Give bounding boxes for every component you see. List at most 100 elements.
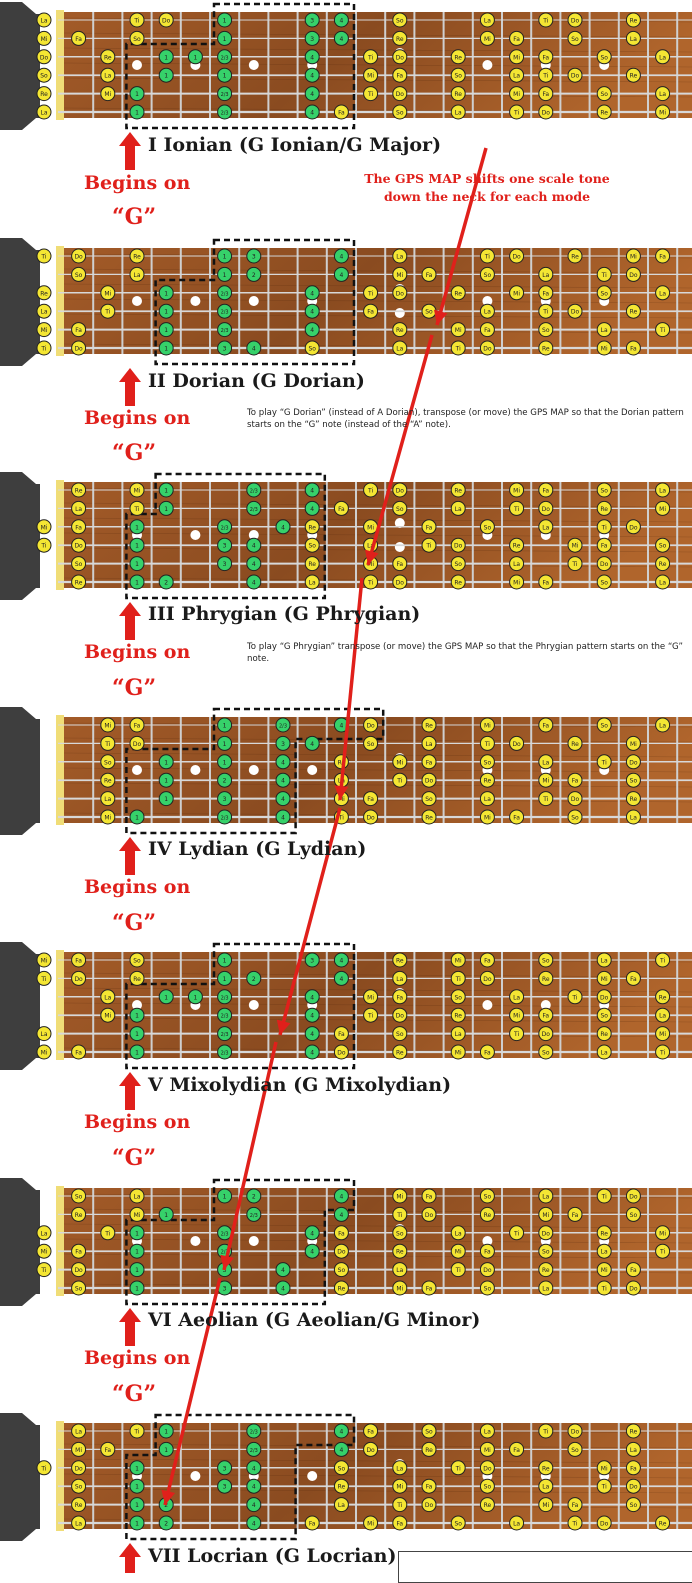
- scale-degree-circle: [246, 556, 262, 572]
- solfege-note-label: So: [484, 524, 492, 531]
- scale-degree-circle: [217, 809, 233, 825]
- solfege-note-circle: [655, 1044, 671, 1060]
- solfege-note-label: Re: [454, 580, 462, 587]
- solfege-note-label: Re: [513, 543, 521, 550]
- solfege-note-label: Mi: [484, 36, 491, 43]
- solfege-note-circle: [100, 754, 116, 770]
- scale-degree-label: 4: [310, 54, 314, 61]
- solfege-note-label: So: [75, 1484, 83, 1491]
- solfege-note-label: La: [396, 1267, 403, 1274]
- solfege-note-circle: [625, 67, 641, 83]
- solfege-note-circle: [625, 30, 641, 46]
- solfege-note-label: So: [396, 110, 404, 117]
- solfege-note-circle: [363, 67, 379, 83]
- solfege-note-circle: [596, 285, 612, 301]
- open-note-label: Mi: [41, 1249, 48, 1256]
- scale-degree-circle: [304, 285, 320, 301]
- solfege-note-circle: [596, 952, 612, 968]
- solfege-note-circle: [71, 248, 87, 264]
- solfege-note-circle: [538, 482, 554, 498]
- solfege-note-circle: [479, 266, 495, 282]
- solfege-note-label: La: [542, 1286, 549, 1293]
- scale-degree-label: 4: [339, 18, 343, 25]
- solfege-note-circle: [625, 248, 641, 264]
- solfege-note-circle: [363, 1441, 379, 1457]
- scale-degree-circle: [217, 989, 233, 1005]
- solfege-note-label: Do: [571, 309, 580, 316]
- solfege-note-circle: [392, 556, 408, 572]
- open-note-circle: [36, 49, 52, 65]
- scale-degree-circle: [158, 791, 174, 807]
- solfege-note-label: Ti: [513, 1230, 519, 1237]
- solfege-note-label: Fa: [367, 309, 374, 316]
- scale-degree-circle: [304, 952, 320, 968]
- solfege-note-label: La: [455, 1031, 462, 1038]
- scale-degree-label: 4: [339, 1212, 343, 1219]
- scale-degree-circle: [333, 1441, 349, 1457]
- solfege-note-label: So: [600, 580, 608, 587]
- solfege-note-circle: [392, 1478, 408, 1494]
- scale-degree-label: 3: [223, 561, 227, 568]
- solfege-note-label: Mi: [455, 1249, 462, 1256]
- solfege-note-circle: [100, 67, 116, 83]
- scale-degree-circle: [304, 86, 320, 102]
- solfege-note-label: Fa: [659, 254, 666, 261]
- solfege-note-label: Mi: [75, 1447, 82, 1454]
- scale-degree-label: 1: [135, 1286, 139, 1293]
- solfege-note-circle: [363, 809, 379, 825]
- solfege-note-circle: [538, 1225, 554, 1241]
- solfege-note-circle: [304, 537, 320, 553]
- solfege-note-label: Fa: [75, 1249, 82, 1256]
- solfege-note-circle: [421, 1441, 437, 1457]
- solfege-note-label: La: [484, 1429, 491, 1436]
- solfege-note-label: Do: [162, 18, 171, 25]
- open-note-circle: [36, 248, 52, 264]
- scale-degree-label: 4: [339, 958, 343, 965]
- solfege-note-label: Ti: [601, 1286, 607, 1293]
- scale-degree-circle: [246, 1497, 262, 1513]
- open-note-circle: [36, 322, 52, 338]
- headstock: [0, 238, 40, 366]
- solfege-note-label: Do: [396, 580, 405, 587]
- scale-degree-circle: [217, 285, 233, 301]
- scale-degree-label: 1: [164, 1429, 168, 1436]
- headstock: [0, 2, 40, 130]
- scale-degree-circle: [217, 49, 233, 65]
- solfege-note-label: Mi: [513, 580, 520, 587]
- solfege-note-circle: [479, 1188, 495, 1204]
- solfege-note-label: Fa: [630, 976, 637, 983]
- open-note-label: La: [40, 18, 47, 25]
- solfege-note-label: Fa: [484, 958, 491, 965]
- solfege-note-circle: [71, 1044, 87, 1060]
- scale-degree-circle: [217, 952, 233, 968]
- solfege-note-label: So: [338, 1465, 346, 1472]
- solfege-note-circle: [538, 49, 554, 65]
- begins-note-g: “G”: [112, 910, 157, 936]
- solfege-note-circle: [596, 717, 612, 733]
- solfege-note-label: Mi: [484, 1447, 491, 1454]
- scale-degree-circle: [187, 989, 203, 1005]
- solfege-note-circle: [450, 86, 466, 102]
- solfege-note-label: Re: [396, 327, 404, 334]
- solfege-note-circle: [392, 104, 408, 120]
- solfege-note-circle: [509, 285, 525, 301]
- scale-degree-circle: [217, 1460, 233, 1476]
- scale-degree-circle: [333, 1206, 349, 1222]
- scale-degree-circle: [333, 248, 349, 264]
- begins-on-arrow: [119, 1543, 141, 1573]
- solfege-note-circle: [655, 500, 671, 516]
- solfege-note-circle: [596, 1262, 612, 1278]
- solfege-note-label: La: [601, 958, 608, 965]
- solfege-note-circle: [450, 556, 466, 572]
- scale-degree-label: 1: [164, 54, 168, 61]
- solfege-note-label: Do: [366, 815, 375, 822]
- solfege-note-label: Fa: [397, 1521, 404, 1528]
- open-note-circle: [36, 519, 52, 535]
- scale-degree-circle: [158, 303, 174, 319]
- scale-degree-label: 4: [281, 796, 285, 803]
- solfege-note-label: Fa: [484, 1050, 491, 1057]
- scale-degree-label: 1: [223, 1194, 227, 1201]
- scale-degree-label: 3: [223, 1286, 227, 1293]
